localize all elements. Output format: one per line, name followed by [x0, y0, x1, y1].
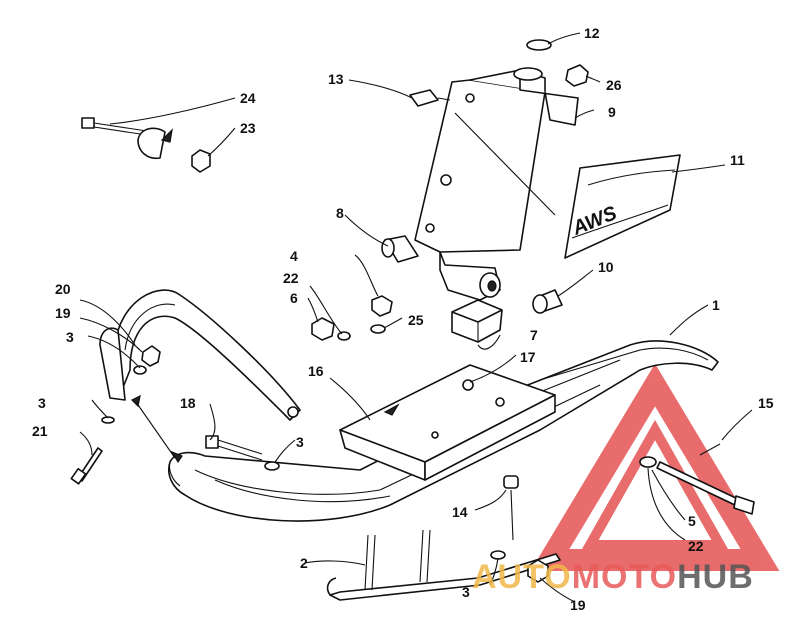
callout-3-right-washer: 3 [296, 434, 304, 450]
leader-lines [79, 32, 753, 603]
callout-13: 13 [328, 71, 344, 87]
callout-6: 6 [290, 290, 298, 306]
callout-24: 24 [240, 90, 256, 106]
callout-17: 17 [520, 349, 536, 365]
callout-14: 14 [452, 504, 468, 520]
aws-decal: AWS [564, 154, 681, 259]
callout-15: 15 [758, 395, 774, 411]
callout-16: 16 [308, 363, 324, 379]
spindle [414, 67, 579, 301]
hardware [70, 39, 755, 583]
bushing-left [381, 235, 419, 263]
watermark-logo [530, 363, 780, 571]
callout-18: 18 [180, 395, 196, 411]
callout-3-left-washer: 3 [66, 329, 74, 345]
callout-22-right: 22 [688, 538, 704, 554]
callout-1: 1 [712, 297, 720, 313]
svg-text:AUTOMOTOHUB: AUTOMOTOHUB [472, 558, 754, 596]
bushing-right [532, 289, 563, 314]
callout-labels: 1 2 3 3 3 3 4 5 6 7 8 9 10 11 12 13 14 1… [32, 25, 774, 613]
callout-21: 21 [32, 423, 48, 439]
callout-11: 11 [730, 152, 745, 168]
callout-19-loop: 19 [55, 305, 71, 321]
watermark-wordmark: AUTOMOTOHUB [472, 558, 754, 596]
callout-19-bottom: 19 [570, 597, 586, 613]
callout-12: 12 [584, 25, 600, 41]
rubber-damper [451, 299, 503, 343]
callout-7: 7 [530, 327, 538, 343]
callout-23: 23 [240, 120, 256, 136]
callout-25: 25 [408, 312, 424, 328]
callout-9: 9 [608, 104, 616, 120]
callout-20: 20 [55, 281, 71, 297]
watermark-auto: AUTO [472, 558, 572, 596]
callout-2: 2 [300, 555, 308, 571]
callout-4: 4 [290, 248, 298, 264]
callout-5: 5 [688, 513, 696, 529]
wear-bar [326, 529, 561, 601]
callout-3-bottom-washer: 3 [462, 584, 470, 600]
watermark-hub: HUB [677, 558, 754, 596]
callout-26: 26 [606, 77, 622, 93]
ski-saddle [339, 364, 556, 481]
callout-8: 8 [336, 205, 344, 221]
watermark-moto: MOTO [572, 558, 677, 596]
indicator-arrows [130, 128, 183, 464]
callout-3-bolt-washer: 3 [38, 395, 46, 411]
callout-22-left: 22 [283, 270, 299, 286]
callout-10: 10 [598, 259, 614, 275]
ski-loop [99, 289, 301, 421]
